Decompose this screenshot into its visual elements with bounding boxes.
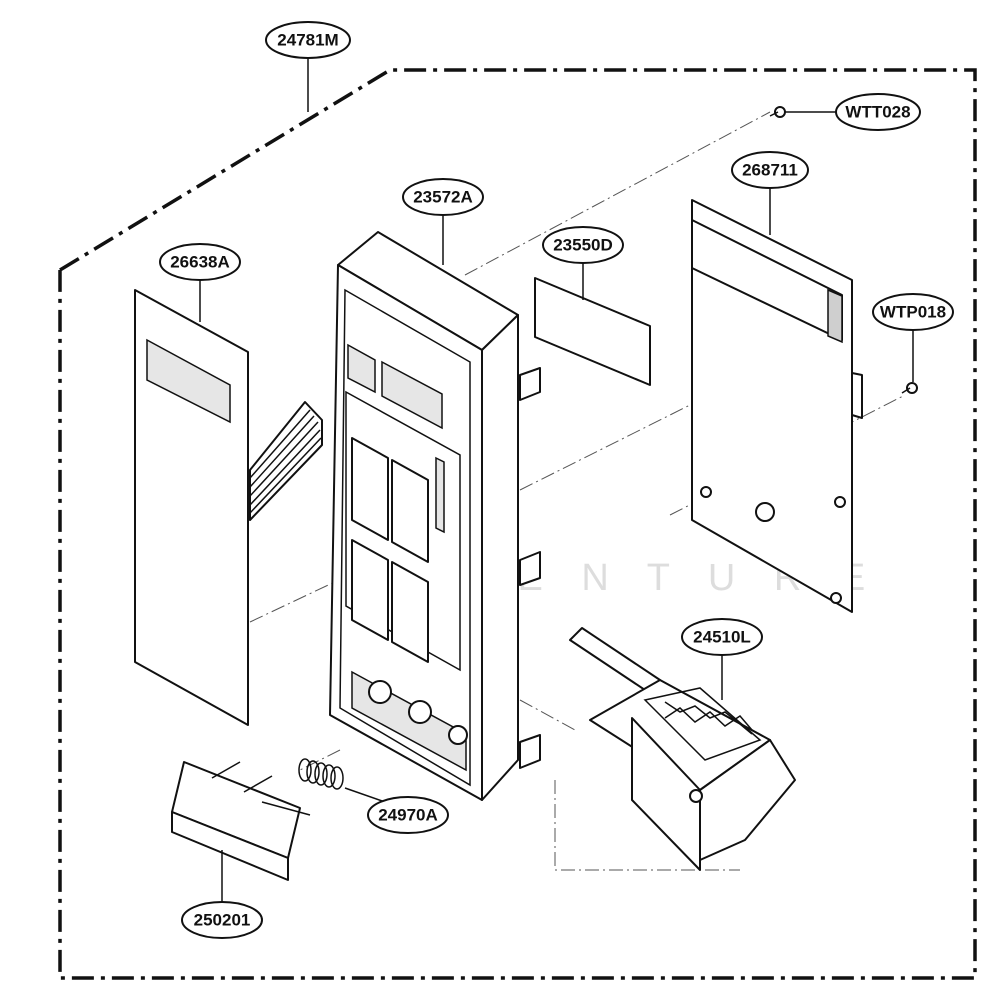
door-button-part xyxy=(171,761,311,881)
screw-top-part xyxy=(769,106,786,118)
callout-latch-lever: 24510L xyxy=(681,618,763,656)
callout-membrane: 26638A xyxy=(159,243,241,281)
callout-label: 23550D xyxy=(553,236,613,255)
callout-label: 26638A xyxy=(170,253,230,272)
callout-pcb: 268711 xyxy=(731,151,809,189)
screw-side-part xyxy=(901,382,918,394)
latch-lever-part xyxy=(569,627,796,871)
callout-label: 250201 xyxy=(194,911,251,930)
callout-label: 23572A xyxy=(413,188,473,207)
callout-assembly: 24781M xyxy=(265,21,351,59)
control-panel-frame-part xyxy=(329,231,541,801)
membrane-keypad-part xyxy=(134,289,323,726)
callout-label: 24970A xyxy=(378,806,438,825)
spring-part xyxy=(298,758,344,790)
callout-label: WTP018 xyxy=(880,303,946,322)
spacer-part xyxy=(534,277,651,386)
callout-screw-side: WTP018 xyxy=(872,293,954,331)
callout-label: 24781M xyxy=(277,31,338,50)
callout-label: 24510L xyxy=(693,628,751,647)
callout-screw-top: WTT028 xyxy=(835,93,921,131)
callout-frame: 23572A xyxy=(402,178,484,216)
callout-spacer: 23550D xyxy=(542,226,624,264)
leader-lines xyxy=(199,58,914,902)
callout-label: WTT028 xyxy=(845,103,910,122)
callout-label: 268711 xyxy=(742,161,798,180)
callout-door-button: 250201 xyxy=(181,901,263,939)
callout-spring: 24970A xyxy=(367,796,449,834)
assembly-boundary-frame xyxy=(58,68,977,980)
pcb-assembly-part xyxy=(691,199,863,613)
